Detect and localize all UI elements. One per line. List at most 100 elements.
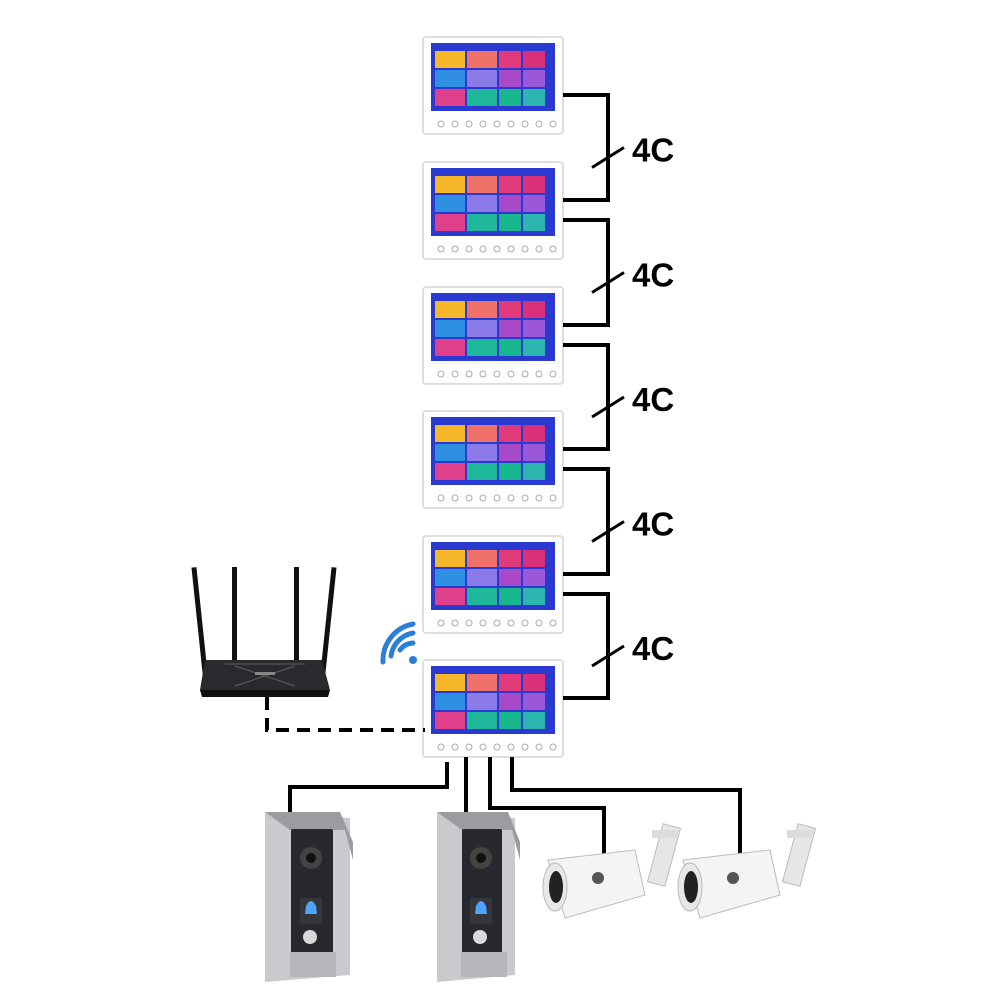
monitor-button — [507, 120, 515, 128]
monitor-button — [507, 494, 515, 502]
monitor-button — [535, 619, 543, 627]
screen-tile — [435, 588, 465, 605]
screen-tile — [523, 301, 545, 318]
monitor-button — [549, 743, 557, 751]
screen-tile — [435, 195, 465, 212]
screen-tile — [499, 195, 521, 212]
screen-tile — [499, 301, 521, 318]
screen-tile — [499, 463, 521, 480]
screen-tile — [435, 320, 465, 337]
monitor-button — [437, 494, 445, 502]
monitor-button — [535, 370, 543, 378]
screen-tile — [523, 176, 545, 193]
monitor-button — [451, 619, 459, 627]
monitor-button — [521, 245, 529, 253]
monitor-button — [521, 743, 529, 751]
device-wiring — [288, 757, 742, 858]
screen-tile — [499, 550, 521, 567]
cable-slash — [591, 395, 625, 419]
monitor-button — [465, 370, 473, 378]
indoor-monitor-icon — [422, 659, 564, 758]
screen-tile — [499, 51, 521, 68]
screen-tile — [523, 89, 545, 106]
cable-slash — [591, 644, 625, 668]
monitor-button — [493, 245, 501, 253]
screen-tile — [467, 693, 497, 710]
screen-tile — [435, 339, 465, 356]
monitor-button — [493, 370, 501, 378]
monitor-button — [493, 494, 501, 502]
screen-tile — [499, 320, 521, 337]
monitor-button — [479, 494, 487, 502]
screen-tile — [435, 463, 465, 480]
screen-tile — [435, 693, 465, 710]
monitor-button — [507, 619, 515, 627]
screen-tile — [523, 569, 545, 586]
screen-tile — [523, 463, 545, 480]
screen-tile — [467, 51, 497, 68]
screen-tile — [467, 569, 497, 586]
network-cable — [265, 697, 425, 732]
cable-label: 4C — [632, 132, 674, 169]
screen-tile — [435, 89, 465, 106]
cable-label: 4C — [632, 381, 674, 418]
monitor-button — [451, 494, 459, 502]
monitor-button — [437, 619, 445, 627]
screen-tile — [467, 195, 497, 212]
monitor-button — [437, 743, 445, 751]
screen-tile — [523, 70, 545, 87]
monitor-button — [451, 370, 459, 378]
screen-tile — [499, 588, 521, 605]
door-station-icon — [265, 812, 353, 982]
monitor-button — [465, 494, 473, 502]
screen-tile — [467, 339, 497, 356]
screen-tile — [435, 444, 465, 461]
monitor-button — [549, 245, 557, 253]
monitor-button — [507, 370, 515, 378]
monitor-button — [465, 743, 473, 751]
screen-tile — [467, 712, 497, 729]
link-wire — [563, 218, 610, 327]
screen-tile — [467, 214, 497, 231]
screen-tile — [523, 674, 545, 691]
screen-tile — [435, 214, 465, 231]
wifi-icon — [380, 621, 417, 665]
door-station-icon — [437, 812, 520, 982]
monitor-button — [465, 120, 473, 128]
screen-tile — [499, 674, 521, 691]
monitor-button — [535, 494, 543, 502]
bullet-camera-icon — [542, 823, 682, 919]
screen-tile — [499, 425, 521, 442]
screen-tile — [467, 674, 497, 691]
monitor-button — [507, 743, 515, 751]
monitor-button — [549, 120, 557, 128]
monitor-button — [507, 245, 515, 253]
monitor-button — [451, 120, 459, 128]
screen-tile — [523, 444, 545, 461]
screen-tile — [435, 674, 465, 691]
screen-tile — [499, 70, 521, 87]
bullet-camera-icon — [677, 823, 817, 919]
monitor-button — [479, 743, 487, 751]
screen-tile — [435, 569, 465, 586]
screen-tile — [435, 51, 465, 68]
cable-slash — [591, 271, 625, 294]
screen-tile — [523, 712, 545, 729]
screen-tile — [467, 89, 497, 106]
monitor-button — [535, 743, 543, 751]
monitor-button — [437, 370, 445, 378]
indoor-monitor-icon — [422, 161, 564, 260]
cable-label: 4C — [632, 630, 674, 667]
indoor-monitor-icon — [422, 410, 564, 509]
screen-tile — [499, 339, 521, 356]
monitor-button — [465, 619, 473, 627]
screen-tile — [499, 214, 521, 231]
screen-tile — [499, 444, 521, 461]
screen-tile — [435, 712, 465, 729]
screen-tile — [435, 425, 465, 442]
monitor-button — [521, 494, 529, 502]
monitor-button — [479, 619, 487, 627]
screen-tile — [467, 176, 497, 193]
